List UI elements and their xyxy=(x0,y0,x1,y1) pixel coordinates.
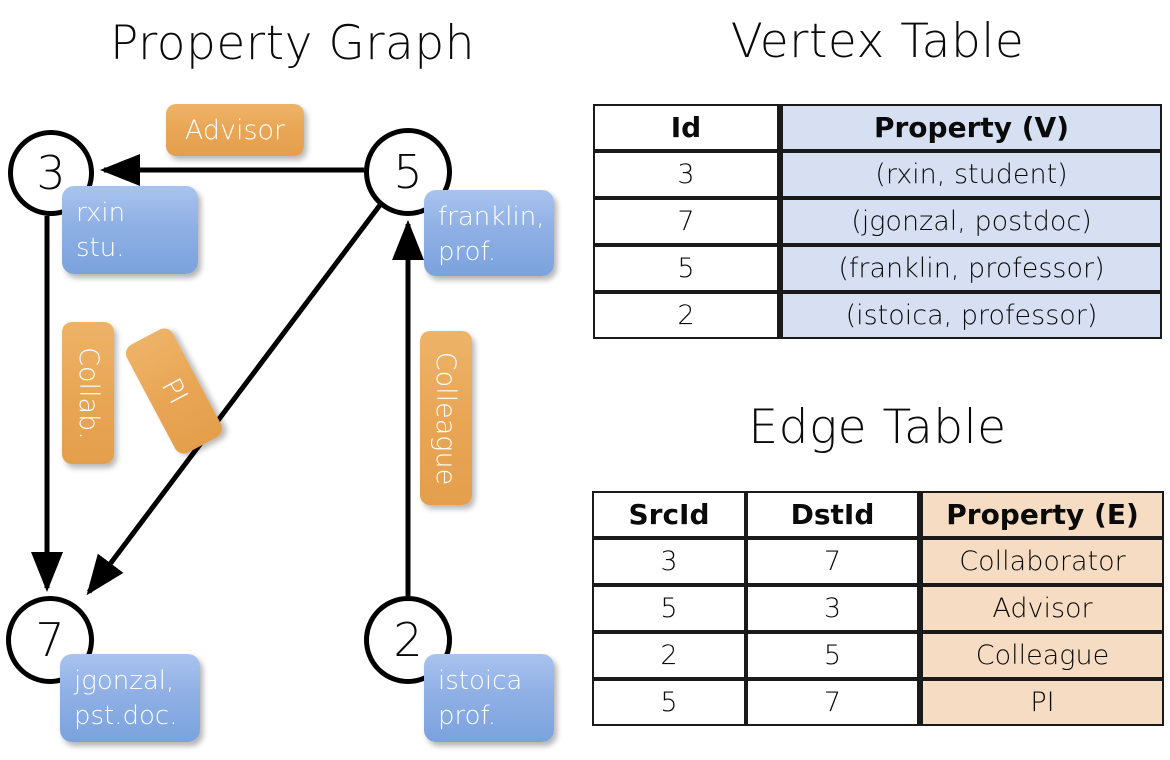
table-row[interactable]: 7 (jgonzal, postdoc) xyxy=(593,198,1162,245)
edge-table-header-srcid: SrcId xyxy=(592,491,746,538)
edge-cell-dstid: 7 xyxy=(746,538,919,585)
edge-cell-srcid: 3 xyxy=(592,538,746,585)
edge-cell-property: Collaborator xyxy=(919,538,1164,585)
edge-table-header-property: Property (E) xyxy=(919,491,1164,538)
node-property-bubble-2-line1: istoica xyxy=(438,666,523,696)
node-property-bubble-7-line2: pst.doc. xyxy=(74,701,178,732)
node-property-bubble-3[interactable]: rxin stu. xyxy=(62,186,198,274)
graph-node-5[interactable]: 5 xyxy=(364,128,452,216)
property-graph-diagram: 3 5 7 2 rxin stu. franklin, prof. jgonza… xyxy=(6,104,554,742)
node-property-bubble-5-line1: franklin, xyxy=(438,202,545,232)
graph-node-3-label: 3 xyxy=(36,146,66,200)
graph-node-7-label: 7 xyxy=(35,613,65,667)
node-property-bubble-5[interactable]: franklin, prof. xyxy=(424,190,554,276)
table-row[interactable]: 5 (franklin, professor) xyxy=(593,245,1162,292)
table-row[interactable]: 5 3 Advisor xyxy=(592,585,1164,632)
edge-cell-srcid: 2 xyxy=(592,632,746,679)
vertex-cell-property: (istoica, professor) xyxy=(779,292,1162,339)
edge-cell-property: PI xyxy=(919,679,1164,726)
table-row[interactable]: 5 7 PI xyxy=(592,679,1164,726)
edge-cell-dstid: 3 xyxy=(746,585,919,632)
vertex-cell-property: (franklin, professor) xyxy=(779,245,1162,292)
edge-cell-property: Advisor xyxy=(919,585,1164,632)
vertex-table-header-id: Id xyxy=(593,104,779,151)
graph-node-2[interactable]: 2 xyxy=(364,596,452,684)
table-row[interactable]: 3 7 Collaborator xyxy=(592,538,1164,585)
page-title-edge-table: Edge Table xyxy=(748,400,1007,455)
node-property-bubble-2[interactable]: istoica prof. xyxy=(424,654,554,742)
node-property-bubble-2-line2: prof. xyxy=(438,701,497,732)
page-title-vertex-table: Vertex Table xyxy=(730,14,1025,69)
edge-cell-dstid: 7 xyxy=(746,679,919,726)
node-property-bubble-7-line1: jgonzal, xyxy=(74,666,175,696)
vertex-table: Id Property (V) 3 (rxin, student) 7 (jgo… xyxy=(593,104,1162,339)
edge-label-pi-text: PI xyxy=(154,373,194,409)
edge-cell-srcid: 5 xyxy=(592,679,746,726)
page-title-property-graph: Property Graph xyxy=(110,16,475,71)
edge-cell-dstid: 5 xyxy=(746,632,919,679)
vertex-cell-id: 5 xyxy=(593,245,779,292)
edge-cell-srcid: 5 xyxy=(592,585,746,632)
node-property-bubble-5-line2: prof. xyxy=(438,237,497,268)
node-property-bubble-3-line2: stu. xyxy=(76,233,125,264)
edge-label-advisor-text: Advisor xyxy=(184,114,286,146)
edge-label-advisor[interactable]: Advisor xyxy=(166,104,304,156)
edge-label-collab-text: Collab. xyxy=(72,346,104,440)
vertex-table-header-property: Property (V) xyxy=(779,104,1162,151)
edge-label-collab[interactable]: Collab. xyxy=(62,322,114,464)
graph-node-2-label: 2 xyxy=(393,613,423,667)
edge-cell-property: Colleague xyxy=(919,632,1164,679)
graph-edges-svg xyxy=(31,154,424,596)
table-row[interactable]: 2 5 Colleague xyxy=(592,632,1164,679)
node-property-bubble-7[interactable]: jgonzal, pst.doc. xyxy=(60,654,200,742)
node-property-bubble-3-line1: rxin xyxy=(76,198,126,228)
vertex-cell-id: 2 xyxy=(593,292,779,339)
edge-table: SrcId DstId Property (E) 3 7 Collaborato… xyxy=(592,491,1164,726)
table-row[interactable]: 3 (rxin, student) xyxy=(593,151,1162,198)
edge-table-header-row: SrcId DstId Property (E) xyxy=(592,491,1164,538)
graph-node-5-label: 5 xyxy=(393,145,423,199)
vertex-cell-property: (rxin, student) xyxy=(779,151,1162,198)
edge-label-colleague-text: Colleague xyxy=(430,351,462,485)
table-row[interactable]: 2 (istoica, professor) xyxy=(593,292,1162,339)
edge-label-colleague[interactable]: Colleague xyxy=(420,331,472,505)
vertex-cell-property: (jgonzal, postdoc) xyxy=(779,198,1162,245)
edge-5-to-7-pi xyxy=(86,203,382,596)
vertex-cell-id: 7 xyxy=(593,198,779,245)
vertex-table-header-row: Id Property (V) xyxy=(593,104,1162,151)
vertex-cell-id: 3 xyxy=(593,151,779,198)
edge-table-header-dstid: DstId xyxy=(746,491,919,538)
